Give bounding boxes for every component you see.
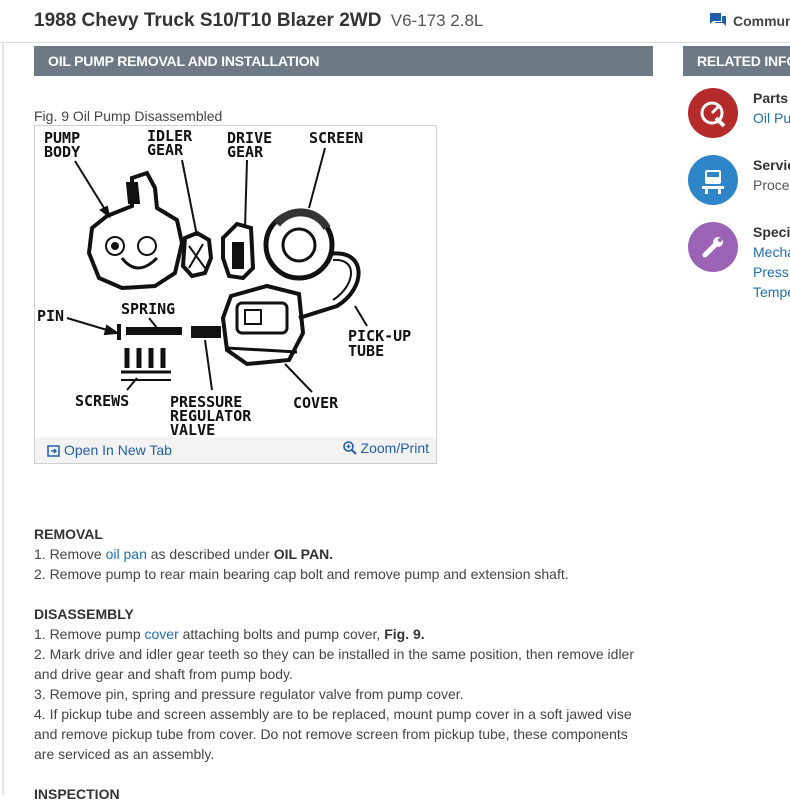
label-screws: SCREWS [75,392,129,410]
magnifier-icon [342,441,357,455]
related-parts-heading: Parts [753,90,789,106]
related-info-title: RELATED INFO [697,53,790,69]
label-pickup: PICK-UP [348,327,411,345]
disassembly-step-4: 4. If pickup tube and screen assembly ar… [34,704,654,764]
label-drive-gear: GEAR [227,143,264,161]
label-spring: SPRING [121,300,175,318]
label-valve: VALVE [170,421,215,437]
disassembly-heading: DISASSEMBLY [34,606,134,622]
label-pressure: PRESSURE [170,393,242,411]
step-bold-ref: Fig. 9. [384,626,425,642]
figure-footer: Open In New Tab Zoom/Print [35,437,436,463]
new-tab-icon [47,445,60,457]
page-title: 1988 Chevy Truck S10/T10 Blazer 2WD V6-1… [34,10,483,32]
removal-step-1: 1. Remove oil pan as described under OIL… [34,544,654,564]
procedure-content: REMOVAL 1. Remove oil pan as described u… [34,524,654,804]
figure-caption: Fig. 9 Oil Pump Disassembled [34,108,223,124]
related-specs-heading: Specif [753,224,790,240]
related-specs-link-1[interactable]: Mecha [753,244,790,260]
related-service-text: Proce [753,177,790,193]
engine-label: V6-173 2.8L [390,11,484,30]
oil-pump-diagram[interactable]: PUMP BODY IDLER GEAR DRIVE GEAR SCREEN P… [37,128,434,437]
related-parts-link[interactable]: Oil Pu [753,110,790,126]
open-in-new-tab-label: Open In New Tab [64,442,172,458]
disassembly-step-2: 2. Mark drive and idler gear teeth so th… [34,644,654,684]
cover-link[interactable]: cover [144,626,179,642]
label-idler: IDLER [147,128,193,145]
community-label: Commun [733,13,790,29]
removal-step-2: 2. Remove pump to rear main bearing cap … [34,566,569,582]
wrench-icon [688,222,738,272]
section-title: OIL PUMP REMOVAL AND INSTALLATION [48,53,320,69]
label-idler-gear: GEAR [147,141,184,159]
removal-heading: REMOVAL [34,526,103,542]
label-drive: DRIVE [227,129,272,147]
step-text: 4. If pickup tube and screen assembly ar… [34,706,632,722]
label-pin: PIN [37,307,64,325]
label-pump: PUMP [44,129,80,147]
community-button[interactable]: Commun [709,12,790,29]
step-text: 1. Remove [34,546,106,562]
left-divider [2,42,4,795]
label-body: BODY [44,143,80,161]
chat-icon [710,13,726,26]
related-service-heading: Servic [753,157,790,173]
step-text: 2. Mark drive and idler gear teeth so th… [34,646,634,662]
zoom-print-label: Zoom/Print [360,440,429,456]
vehicle-title: 1988 Chevy Truck S10/T10 Blazer 2WD [34,10,382,31]
related-info-header: RELATED INFO [683,46,790,76]
inspection-heading: INSPECTION [34,786,120,802]
label-cover: COVER [293,394,339,412]
label-screen: SCREEN [309,129,363,147]
label-tube: TUBE [348,342,384,360]
step-text: 1. Remove pump [34,626,145,642]
section-header: OIL PUMP REMOVAL AND INSTALLATION [34,46,653,76]
step-bold-ref: OIL PAN. [273,546,334,562]
label-regulator: REGULATOR [170,407,252,425]
zoom-print-link[interactable]: Zoom/Print [342,440,429,456]
open-in-new-tab-link[interactable]: Open In New Tab [47,442,172,458]
step-text: and drive gear and shaft from pump body. [34,666,293,682]
step-text: and remove pickup tube from cover. Do no… [34,726,628,742]
step-text: are serviced as an assembly. [34,746,215,762]
disassembly-step-1: 1. Remove pump cover attaching bolts and… [34,624,654,644]
step-text: as described under [146,546,274,562]
oil-pan-link[interactable]: oil pan [105,546,147,562]
gauge-wrench-icon [688,88,738,138]
related-specs-link-3[interactable]: Tempe [753,284,790,300]
related-specs-link-2[interactable]: Press [753,264,789,280]
step-text: attaching bolts and pump cover, [178,626,385,642]
figure-card: PUMP BODY IDLER GEAR DRIVE GEAR SCREEN P… [34,125,437,464]
car-lift-icon [688,155,738,205]
top-bar: 1988 Chevy Truck S10/T10 Blazer 2WD V6-1… [0,0,790,43]
disassembly-step-3: 3. Remove pin, spring and pressure regul… [34,686,464,702]
